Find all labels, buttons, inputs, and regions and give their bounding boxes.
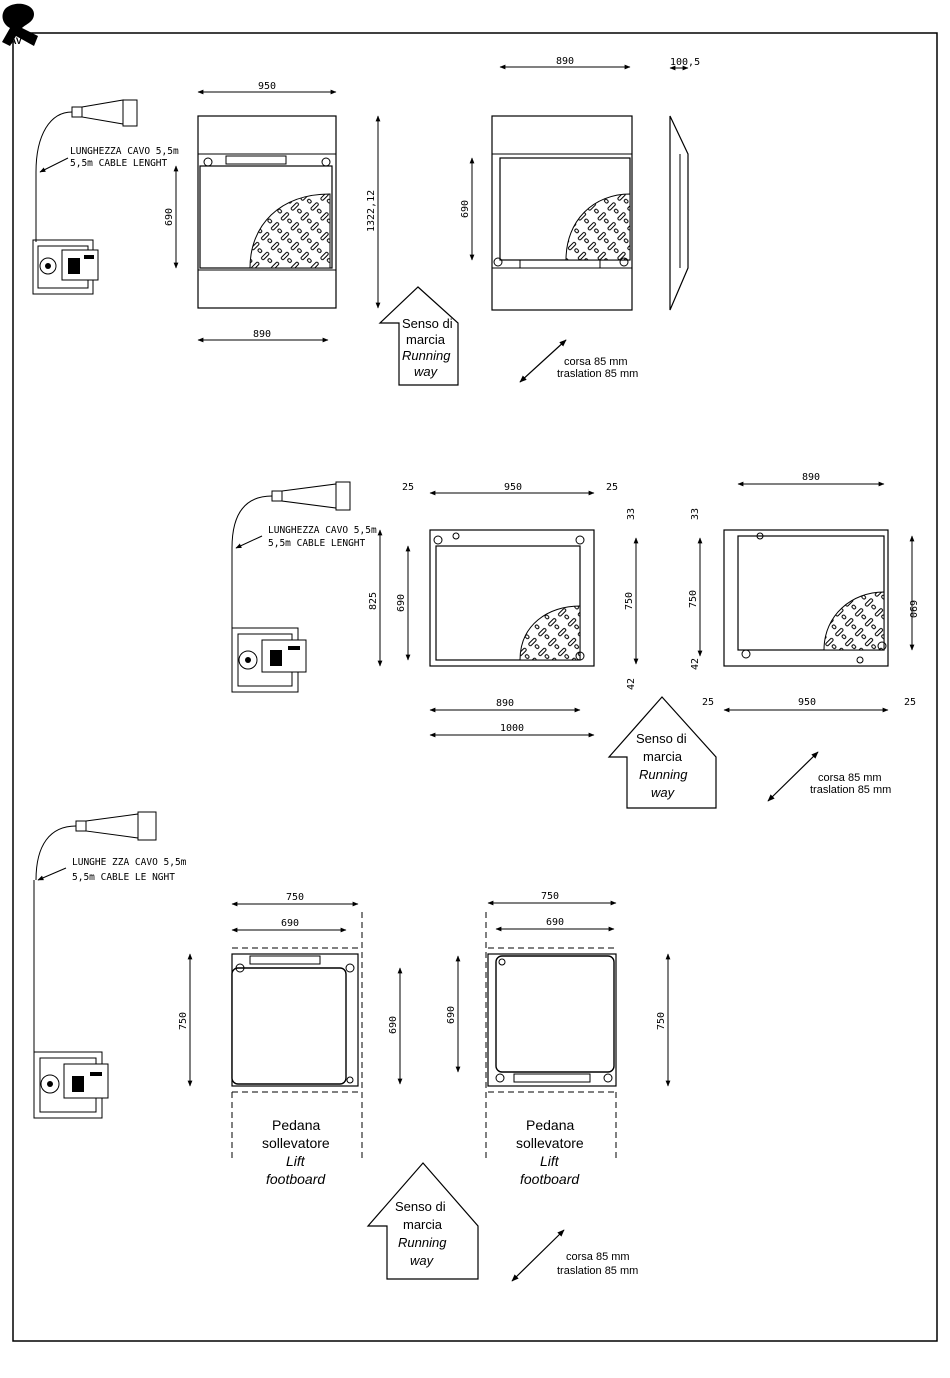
dim-label: 33 xyxy=(626,508,637,520)
section1-cable-assembly xyxy=(32,99,138,295)
dim-label: 690 xyxy=(164,208,175,226)
dim-label: 690 xyxy=(396,594,407,612)
running-way-line3: Running xyxy=(398,1235,447,1250)
section3-view-a xyxy=(231,912,363,1160)
dim-label: 890 xyxy=(253,329,271,340)
dim-label: 750 xyxy=(286,892,304,903)
section1-view-b xyxy=(491,115,633,311)
dim-label: 690 xyxy=(907,600,918,618)
dim-label: 25 xyxy=(402,482,414,493)
dim-label: 25 xyxy=(606,482,618,493)
dim-label: 690 xyxy=(388,1016,399,1034)
dim-label: 750 xyxy=(688,590,699,608)
dim-label: 690 xyxy=(281,918,299,929)
running-way-line1: Senso di xyxy=(636,731,687,746)
dim-label: 750 xyxy=(178,1012,189,1030)
running-way-line3: Running xyxy=(402,348,451,363)
running-way-arrow xyxy=(366,1162,479,1280)
dim-label: 825 xyxy=(368,592,379,610)
stroke-note-line2: traslation 85 mm xyxy=(810,784,891,796)
stroke-note-line1: corsa 85 mm xyxy=(566,1251,630,1263)
dim-label: 950 xyxy=(798,697,816,708)
stroke-arrow xyxy=(511,1229,565,1282)
dim-label: 890 xyxy=(556,56,574,67)
running-way-arrow xyxy=(378,286,459,386)
dim-label: 750 xyxy=(624,592,635,610)
dim-label: 42 xyxy=(690,658,701,670)
cable-note-2-line2: 5,5m CABLE LENGHT xyxy=(268,538,366,549)
lift-unit-drawing xyxy=(32,239,99,295)
section3-cable-assembly xyxy=(33,811,157,1119)
running-way-line2: marcia xyxy=(643,749,683,764)
stroke-note-line2: traslation 85 mm xyxy=(557,1265,638,1277)
cable-note-3-line1: LUNGHE ZZA CAVO 5,5m xyxy=(72,857,187,868)
dim-label: 890 xyxy=(496,698,514,709)
dim-label: 100,5 xyxy=(670,57,700,68)
lift-footboard-line3: Lift xyxy=(540,1153,560,1169)
lift-footboard-line1: Pedana xyxy=(526,1117,574,1133)
lift-footboard-line2: sollevatore xyxy=(516,1135,584,1151)
dim-label: 25 xyxy=(904,697,916,708)
running-way-line1: Senso di xyxy=(402,316,453,331)
stroke-arrow xyxy=(519,339,567,383)
running-way-line2: marcia xyxy=(406,332,446,347)
running-way-line4: way xyxy=(414,364,439,379)
dim-label: 690 xyxy=(546,917,564,928)
section3-view-b xyxy=(485,912,617,1160)
section2-view-a xyxy=(429,529,595,667)
lift-unit-drawing xyxy=(231,627,307,693)
svg-text:AV: AV xyxy=(10,36,22,46)
section1-view-c xyxy=(669,115,689,311)
lift-footboard-line1: Pedana xyxy=(272,1117,320,1133)
cable-note-1-line2: 5,5m CABLE LENGHT xyxy=(70,158,168,169)
running-way-line4: way xyxy=(651,785,676,800)
lift-footboard-line3: Lift xyxy=(286,1153,306,1169)
running-way-arrow xyxy=(607,696,717,809)
sheet-border xyxy=(12,32,938,1342)
cable-note-1-line1: LUNGHEZZA CAVO 5,5m xyxy=(70,146,179,157)
dim-label: 950 xyxy=(258,81,276,92)
running-way-line2: marcia xyxy=(403,1217,443,1232)
dim-label: 33 xyxy=(690,508,701,520)
stroke-note-line2: traslation 85 mm xyxy=(557,368,638,380)
dim-label: 950 xyxy=(504,482,522,493)
stroke-note-line1: corsa 85 mm xyxy=(818,772,882,784)
stroke-arrow xyxy=(767,751,819,802)
running-way-line3: Running xyxy=(639,767,688,782)
cable-note-2-line1: LUNGHEZZA CAVO 5,5m xyxy=(268,525,377,536)
dim-label: 1000 xyxy=(500,723,524,734)
running-way-line4: way xyxy=(410,1253,435,1268)
dim-label: 750 xyxy=(541,891,559,902)
dim-label: 890 xyxy=(802,472,820,483)
lift-footboard-line4: footboard xyxy=(266,1171,326,1187)
stroke-note-line1: corsa 85 mm xyxy=(564,356,628,368)
dim-label: 25 xyxy=(702,697,714,708)
lift-unit-drawing xyxy=(33,1051,109,1119)
dim-label: 750 xyxy=(656,1012,667,1030)
dim-label: 690 xyxy=(460,200,471,218)
section1-view-a xyxy=(197,115,337,309)
lift-footboard-line2: sollevatore xyxy=(262,1135,330,1151)
section2-view-b xyxy=(723,529,889,667)
dim-label: 690 xyxy=(446,1006,457,1024)
brand-logo-icon: AV xyxy=(2,3,38,47)
dim-label: 1322,12 xyxy=(366,190,377,232)
dim-label: 42 xyxy=(626,678,637,690)
cable-note-3-line2: 5,5m CABLE LE NGHT xyxy=(72,872,175,883)
running-way-line1: Senso di xyxy=(395,1199,446,1214)
section2-cable-assembly xyxy=(231,481,351,693)
lift-footboard-line4: footboard xyxy=(520,1171,580,1187)
